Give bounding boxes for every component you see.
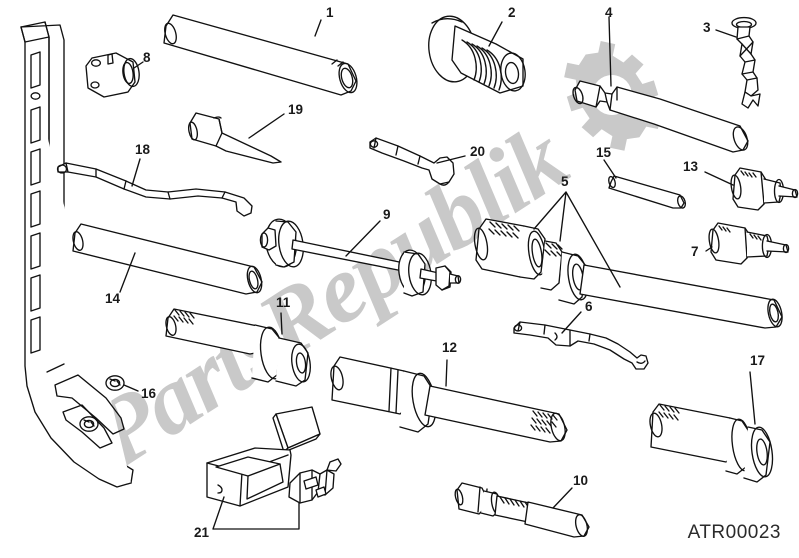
callout-15: 15	[596, 145, 612, 160]
part-6-curved-hook-lever	[513, 311, 649, 370]
part-11-knurled-shaft-with-collar	[165, 308, 311, 387]
leader-18	[131, 158, 141, 187]
leader-4	[608, 16, 612, 87]
part-9-bearing-puller-shaft	[259, 218, 462, 297]
callout-14: 14	[105, 291, 121, 306]
leader-16	[123, 384, 139, 392]
part-1-large-driver-tube	[163, 14, 358, 96]
knurl-5b	[544, 242, 563, 257]
part-21-boxed-cutter-tool-set	[206, 406, 342, 530]
part-12-stepped-drift-large	[330, 356, 568, 443]
part-7-small-knurled-punch-lower	[705, 222, 790, 265]
part-2-threaded-flange-bush	[428, 15, 526, 94]
leader-11	[280, 312, 283, 335]
callout-13: 13	[683, 159, 699, 174]
part-8-split-collar-clamp	[85, 52, 144, 98]
leader-5	[533, 191, 621, 288]
part-20-hook-spanner	[369, 137, 466, 186]
knurl-12	[530, 410, 558, 434]
callout-9: 9	[383, 207, 391, 222]
leader-17	[749, 371, 756, 425]
leader-15	[603, 159, 617, 179]
part-18-flat-curved-spanner	[56, 158, 253, 217]
part-5-knurled-bush-pair	[473, 191, 783, 329]
leader-13	[704, 171, 734, 186]
bush-threads	[461, 39, 502, 91]
leader-8	[133, 61, 144, 69]
knurl-11	[173, 309, 195, 325]
callout-10: 10	[573, 473, 589, 488]
knurl-13	[740, 170, 757, 178]
leader-14	[119, 252, 136, 293]
bracket-slots	[30, 51, 41, 354]
callout-11: 11	[276, 295, 291, 310]
part-19-tapered-cone-drift	[187, 112, 285, 164]
leader-3	[715, 29, 737, 38]
callout-12: 12	[442, 340, 458, 355]
leader-6	[561, 311, 582, 334]
leader-10	[552, 487, 573, 509]
leader-2	[488, 21, 503, 47]
callout-8: 8	[143, 50, 151, 65]
callout-19: 19	[288, 102, 304, 117]
leader-20	[436, 155, 466, 164]
part-4-stepped-drift-rod	[572, 16, 749, 153]
part-14-plain-tube-driver	[72, 223, 263, 295]
leader-7	[705, 246, 713, 252]
part-13-small-knurled-punch-upper	[704, 167, 799, 211]
diagram-code: ATR00023	[687, 522, 781, 543]
callout-17: 17	[750, 353, 766, 368]
callout-6: 6	[585, 299, 593, 314]
callout-18: 18	[135, 142, 151, 157]
leader-21	[212, 496, 300, 530]
callout-20: 20	[470, 144, 486, 159]
thread-10	[499, 496, 530, 509]
callout-2: 2	[508, 5, 516, 20]
bracket-mount-holes	[79, 375, 125, 432]
callout-4: 4	[605, 5, 613, 20]
part-3-valve-guide-extractor	[715, 16, 761, 109]
knurl-7a	[718, 225, 731, 233]
part-16-slotted-support-bracket	[20, 21, 139, 488]
leader-1	[314, 19, 322, 37]
leader-9	[345, 220, 381, 257]
callout-3: 3	[703, 20, 711, 35]
parts-linework	[20, 14, 799, 538]
part-15-short-pin	[603, 159, 687, 209]
leader-19	[248, 113, 285, 139]
knurl-7b	[749, 233, 762, 241]
leader-12	[445, 359, 448, 387]
knurl-5a	[488, 221, 520, 239]
callout-5: 5	[561, 174, 569, 189]
part-10-threaded-pin-driver	[454, 482, 590, 538]
callout-16: 16	[141, 386, 157, 401]
callout-1: 1	[326, 5, 334, 20]
callout-7: 7	[691, 244, 699, 259]
callout-21: 21	[194, 525, 210, 540]
part-17-knurled-shaft-stepped-collar	[649, 371, 774, 483]
knurl-17	[658, 404, 680, 421]
